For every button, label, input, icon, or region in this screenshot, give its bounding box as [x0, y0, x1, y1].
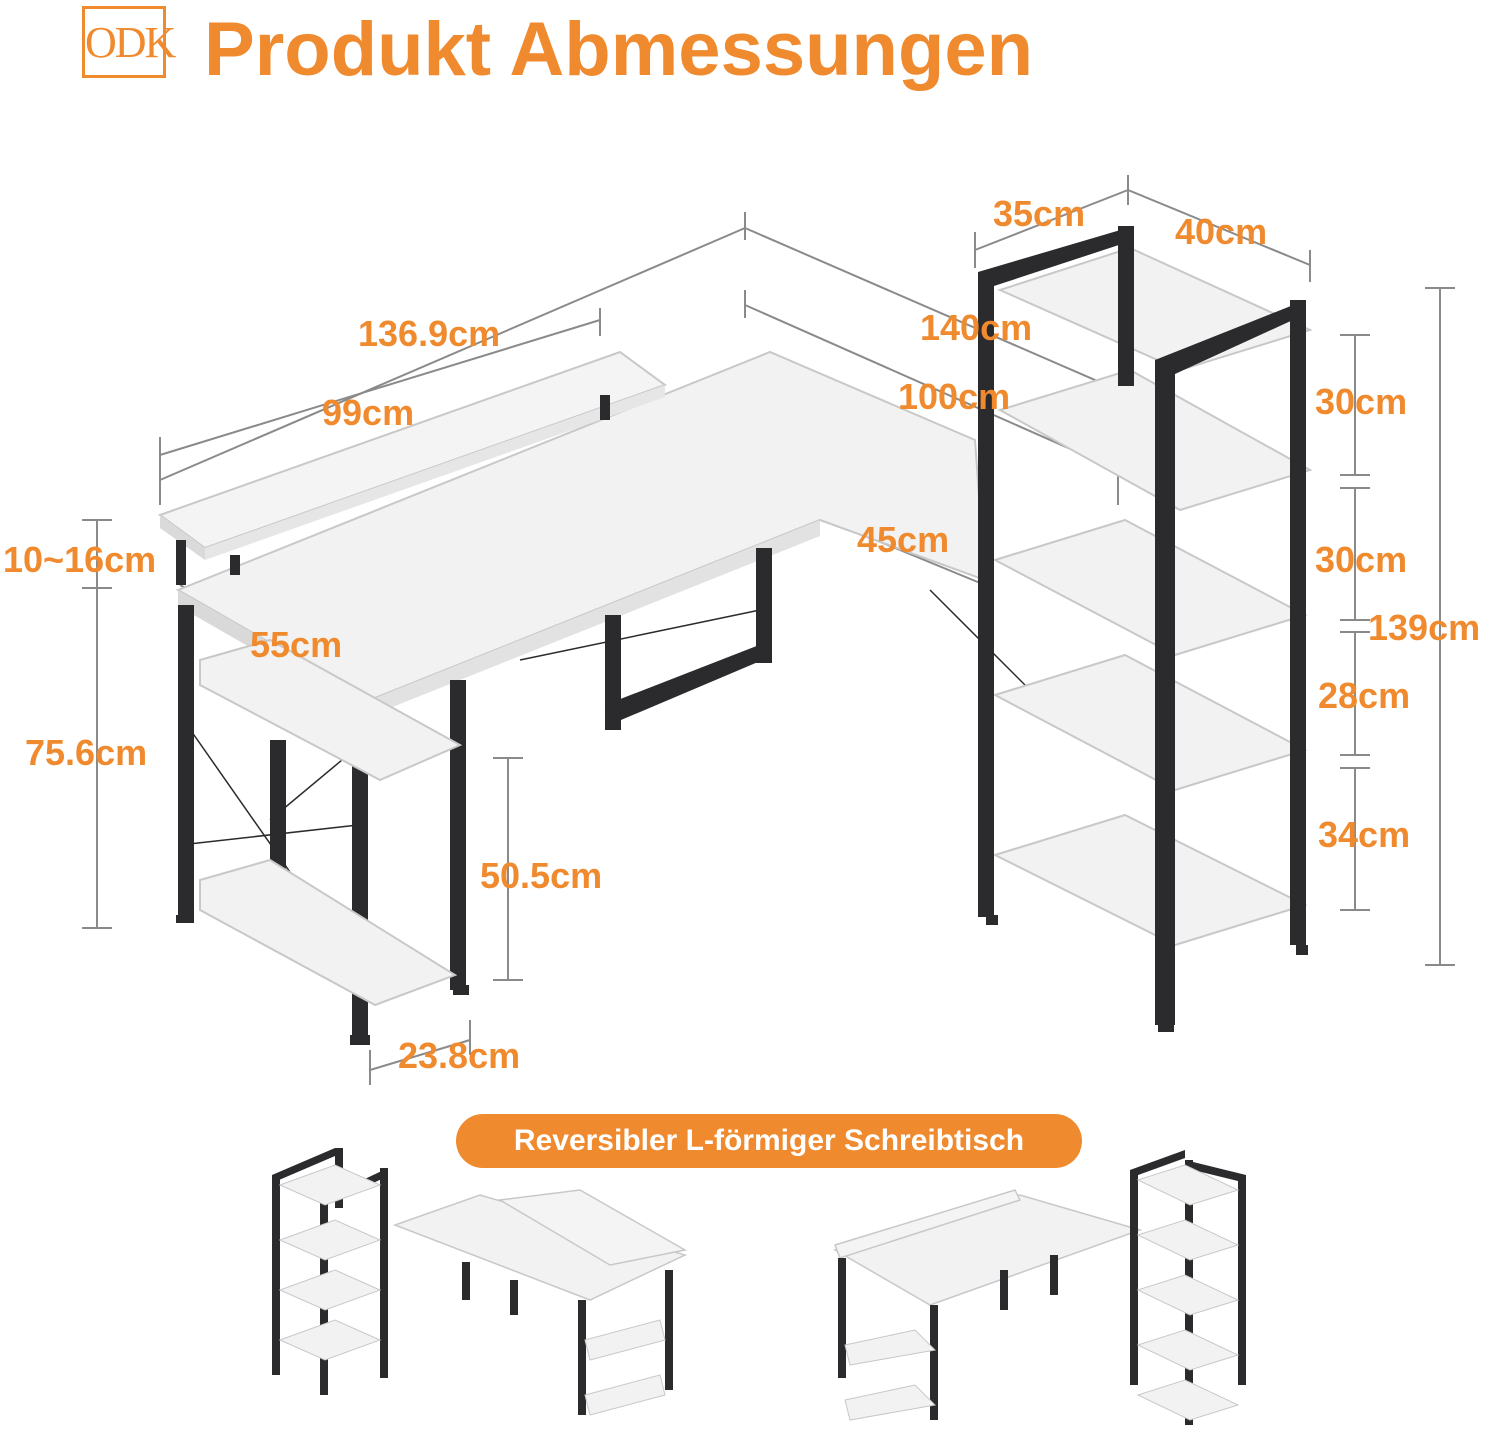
brand-logo: ODK: [82, 6, 176, 78]
dim-desk-height: 75.6cm: [25, 732, 148, 773]
dim-side-shelf-height: 50.5cm: [480, 855, 603, 896]
dim-shelf-depth: 35cm: [993, 193, 1086, 234]
dim-shelf-gap-3: 28cm: [1318, 675, 1411, 716]
dim-total-width-left: 136.9cm: [358, 313, 501, 354]
dim-side-shelf-width: 23.8cm: [398, 1035, 521, 1076]
dim-return-depth: 45cm: [857, 519, 950, 560]
reversed-desk-left: [272, 1148, 688, 1416]
bookshelf: [978, 226, 1313, 1032]
desk-frame: [176, 395, 772, 1045]
dim-shelf-gap-4: 34cm: [1318, 814, 1411, 855]
dim-desk-depth: 55cm: [250, 624, 343, 665]
dim-monitor-stand-height: 10~16cm: [3, 539, 157, 580]
desk-surfaces: [157, 350, 987, 716]
reversed-desk-right: [833, 1150, 1246, 1425]
dim-shelf-gap-1: 30cm: [1315, 381, 1408, 422]
dim-desk-right-width: 100cm: [898, 376, 1011, 417]
brand-logo-text: ODK: [85, 18, 176, 67]
desk-side-shelves: [199, 638, 463, 1007]
dim-shelf-width: 40cm: [1175, 211, 1268, 252]
reversible-badge: Reversibler L-förmiger Schreibtisch: [456, 1114, 1082, 1168]
dim-shelf-total-height: 139cm: [1368, 607, 1481, 648]
dim-monitor-stand-width: 99cm: [322, 392, 415, 433]
page-title: Produkt Abmessungen: [204, 7, 1034, 92]
dim-shelf-gap-2: 30cm: [1315, 539, 1408, 580]
dim-total-width-right: 140cm: [920, 307, 1033, 348]
